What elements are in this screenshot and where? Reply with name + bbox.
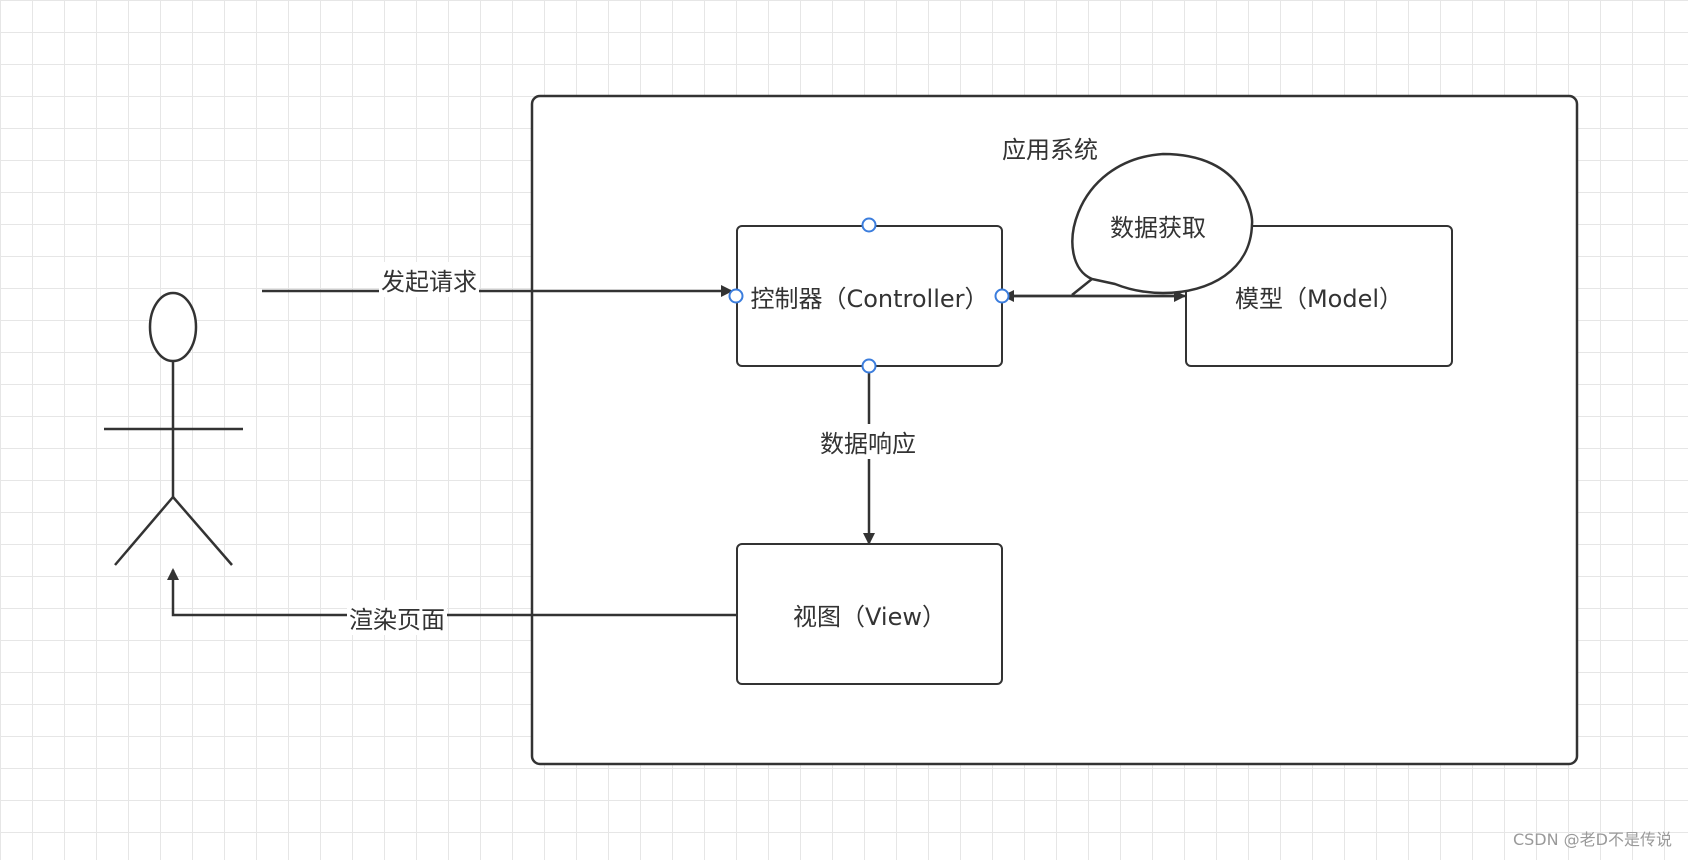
view-label: 视图（View）: [793, 602, 946, 631]
edge-response-label: 数据响应: [818, 424, 918, 459]
model-label: 模型（Model）: [1234, 284, 1404, 313]
user-actor[interactable]: [104, 291, 243, 566]
edge-render-label: 渲染页面: [347, 600, 447, 635]
actor-left-leg: [114, 496, 174, 566]
view-node[interactable]: 视图（View）: [736, 543, 1003, 685]
controller-label: 控制器（Controller）: [750, 284, 989, 313]
actor-right-leg: [172, 496, 233, 566]
model-node[interactable]: 模型（Model）: [1185, 225, 1453, 367]
system-title: 应用系统: [1002, 136, 1098, 164]
edge-request-label: 发起请求: [379, 262, 479, 297]
system-container[interactable]: [530, 94, 1579, 766]
actor-head: [148, 291, 198, 363]
controller-node[interactable]: 控制器（Controller）: [736, 225, 1003, 367]
watermark: CSDN @老D不是传说: [1512, 830, 1672, 849]
edge-render-arrow[interactable]: [167, 568, 736, 617]
callout-label: 数据获取: [1110, 214, 1206, 242]
